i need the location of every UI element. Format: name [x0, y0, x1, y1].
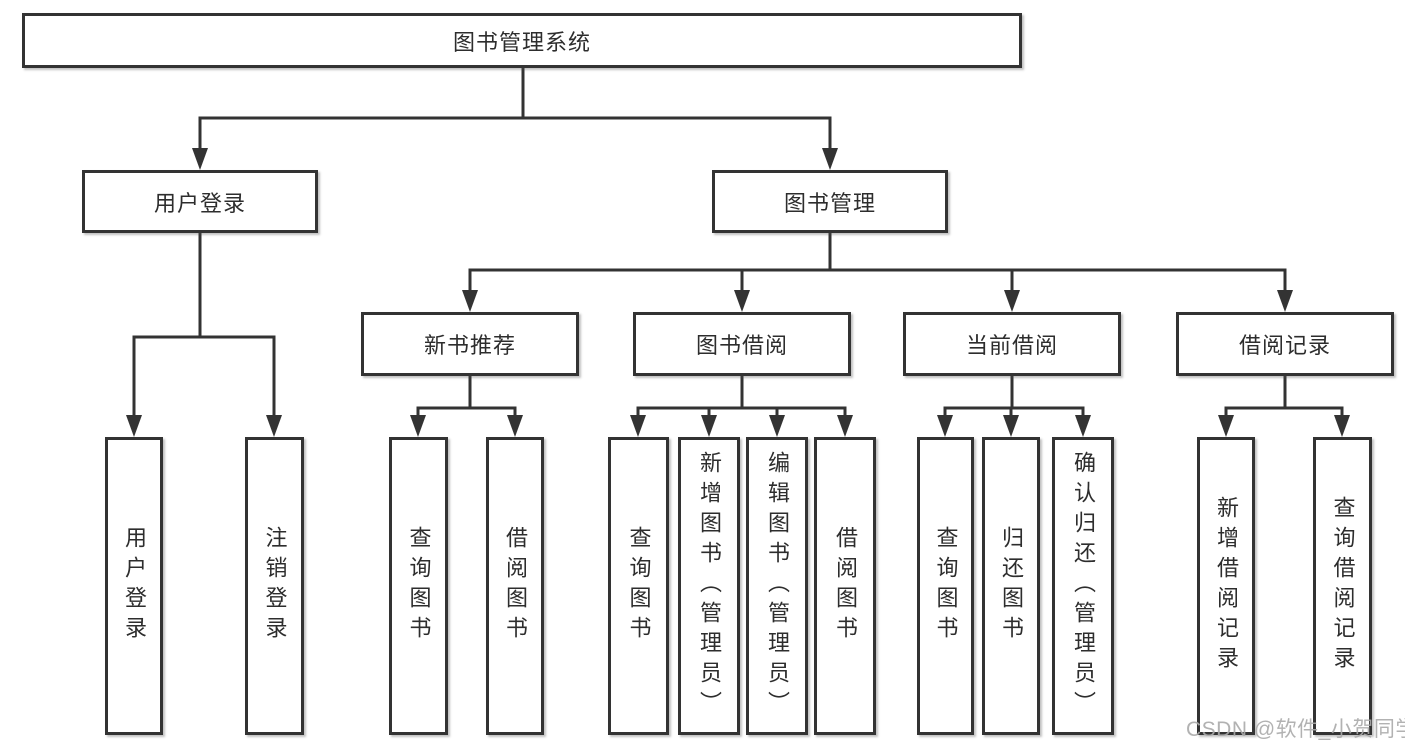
node-current-borrowing: 当前借阅 [903, 312, 1121, 376]
node-book-management: 图书管理 [712, 170, 948, 233]
node-borrow-records-label: 借阅记录 [1238, 333, 1331, 358]
leaf-query-books-recommend: 查询图书 [389, 437, 448, 735]
leaf-borrow-books-borrowing-label: 借阅图书 [833, 526, 858, 646]
leaf-query-borrow-record-label: 查询借阅记录 [1330, 496, 1356, 676]
node-current-borrowing-label: 当前借阅 [965, 333, 1058, 358]
arrowheads [126, 148, 1350, 437]
node-new-book-recommend: 新书推荐 [361, 312, 579, 376]
leaf-confirm-return-admin-label: 确认归还（管理员） [1071, 451, 1096, 721]
leaf-edit-book-admin-label: 编辑图书（管理员） [765, 451, 790, 721]
node-user-login-group: 用户登录 [82, 170, 318, 233]
node-borrow-records: 借阅记录 [1176, 312, 1394, 376]
leaf-user-login: 用户登录 [105, 437, 163, 735]
node-book-borrowing: 图书借阅 [633, 312, 851, 376]
leaf-add-borrow-record: 新增借阅记录 [1197, 437, 1255, 735]
leaf-confirm-return-admin: 确认归还（管理员） [1052, 437, 1114, 735]
node-library-system-label: 图书管理系统 [452, 29, 591, 55]
leaf-edit-book-admin: 编辑图书（管理员） [746, 437, 808, 735]
leaf-user-login-label: 用户登录 [122, 526, 147, 646]
node-user-login-group-label: 用户登录 [153, 190, 246, 216]
leaf-borrow-books-recommend-label: 借阅图书 [503, 526, 528, 646]
leaf-add-borrow-record-label: 新增借阅记录 [1214, 496, 1239, 676]
leaf-query-borrow-record: 查询借阅记录 [1313, 437, 1372, 735]
leaf-borrow-books-borrowing: 借阅图书 [814, 437, 876, 735]
leaf-return-book-label: 归还图书 [999, 526, 1024, 646]
leaf-borrow-books-recommend: 借阅图书 [486, 437, 544, 735]
node-new-book-recommend-label: 新书推荐 [423, 333, 516, 358]
node-book-management-label: 图书管理 [783, 190, 876, 216]
leaf-return-book: 归还图书 [982, 437, 1040, 735]
node-library-system: 图书管理系统 [22, 13, 1022, 68]
leaf-add-book-admin-label: 新增图书（管理员） [697, 451, 722, 721]
leaf-query-books-current-label: 查询图书 [933, 526, 959, 646]
csdn-watermark: CSDN @软件_小贺同学 [1186, 718, 1405, 741]
leaf-query-books-borrowing: 查询图书 [608, 437, 669, 735]
leaf-logout-label: 注销登录 [262, 526, 288, 646]
leaf-query-books-current: 查询图书 [917, 437, 974, 735]
node-book-borrowing-label: 图书借阅 [695, 333, 788, 358]
leaf-logout: 注销登录 [245, 437, 304, 735]
leaf-query-books-borrowing-label: 查询图书 [626, 526, 652, 646]
leaf-add-book-admin: 新增图书（管理员） [678, 437, 740, 735]
leaf-query-books-recommend-label: 查询图书 [406, 526, 432, 646]
